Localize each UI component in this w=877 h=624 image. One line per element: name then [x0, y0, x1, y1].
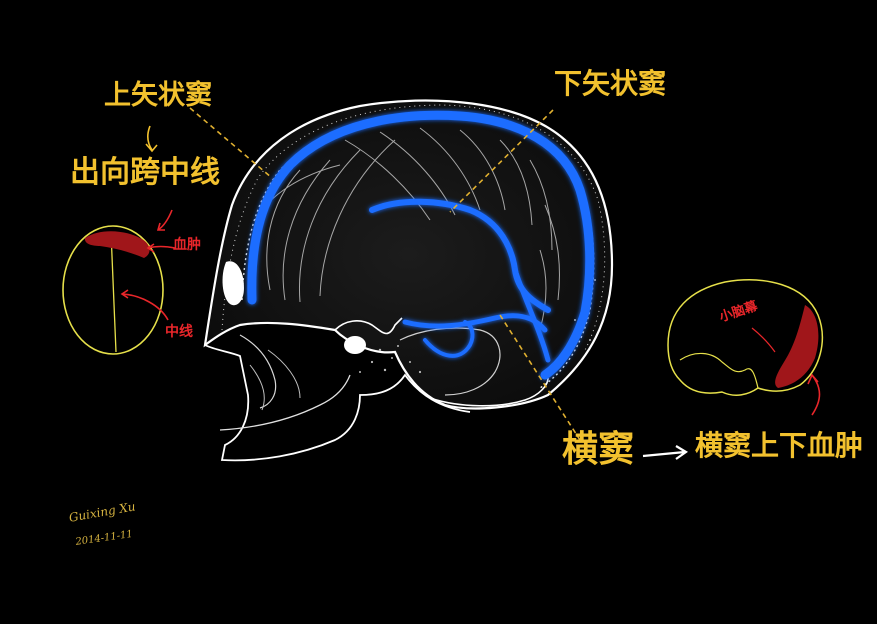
label-midline: 中线 — [165, 324, 193, 340]
straight-sinus — [512, 267, 551, 363]
mandible — [219, 374, 351, 431]
sphenoid-sinus — [344, 336, 366, 354]
leader-lines — [189, 107, 581, 441]
inset-posterior-skull — [667, 279, 824, 416]
label-transverse-sinus: 横窦 — [562, 429, 635, 470]
label-inferior-sagittal-sinus: 下矢状窦 — [554, 67, 667, 100]
orbit-outline — [239, 334, 277, 409]
leader-transverse — [499, 314, 581, 441]
inset-coronal-head — [62, 209, 176, 355]
label-transverse-sinus-hematoma: 横窦上下血肿 — [695, 429, 864, 462]
sigmoid-sinus — [423, 320, 475, 358]
red-arrow-tentorium — [807, 373, 821, 416]
label-crossing-midline: 出向跨中线 — [70, 155, 220, 190]
inset-skull-outline — [667, 279, 824, 396]
frontal-sinus — [222, 261, 244, 306]
falx-striations — [254, 127, 560, 331]
inset-midline — [110, 231, 117, 353]
inset-hematoma-crossing — [84, 231, 150, 258]
inset-skull-base — [679, 352, 759, 389]
skull-diploe — [221, 104, 606, 351]
label-hematoma: 血肿 — [173, 237, 201, 253]
nasal-region — [249, 349, 301, 411]
label-superior-sagittal-sinus: 上矢状窦 — [104, 80, 212, 111]
red-arrow-midline — [120, 289, 169, 321]
transverse-sinus — [402, 313, 548, 333]
sella-turcica — [334, 317, 403, 335]
venous-sinuses — [247, 110, 595, 380]
inset-coronal-outline — [62, 225, 164, 355]
red-arrow-hematoma — [146, 243, 176, 253]
leader-inferior-sagittal — [449, 109, 554, 213]
skull-base-face — [204, 344, 471, 462]
base-texture — [359, 279, 596, 374]
inset-hematoma-transverse — [775, 305, 819, 388]
posterior-fossa — [399, 327, 501, 396]
arrow-down-small — [145, 125, 158, 153]
arrow-transverse-to-hematoma — [642, 445, 689, 460]
skull-sagittal — [203, 99, 614, 462]
red-arrow-tentorium-label — [751, 327, 776, 353]
red-arrow-crossing — [156, 209, 173, 231]
superior-sagittal-sinus — [247, 110, 595, 380]
